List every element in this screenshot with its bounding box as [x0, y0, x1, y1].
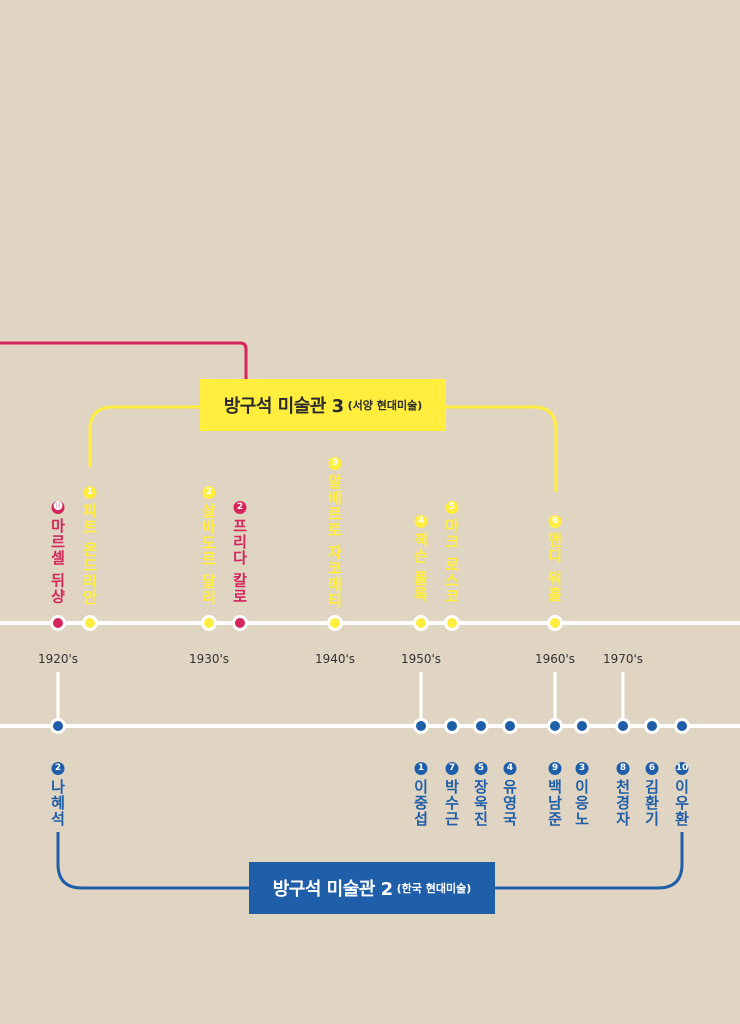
- artist-number-badge: 7: [445, 762, 459, 775]
- west-bracket-line: [88, 405, 558, 492]
- west-timeline-line: [0, 621, 740, 625]
- decade-label: 1930's: [188, 652, 230, 666]
- korea-artist: 3 이응노: [572, 762, 593, 827]
- timeline-dot-blue: [547, 718, 563, 734]
- artist-name: 잭슨 폴록: [411, 532, 430, 603]
- decade-label: 1970's: [602, 652, 644, 666]
- west-artist: ⓮ 마르셀 뒤샹: [48, 501, 69, 604]
- west-artist: 1 피트 몬드리안: [80, 486, 101, 605]
- pink-connector-line: [0, 341, 248, 380]
- artist-number-badge: 1: [414, 762, 428, 775]
- artist-name: 천경자: [613, 779, 632, 827]
- timeline-dot-yellow: [547, 615, 563, 631]
- timeline-dot-pink: [232, 615, 248, 631]
- artist-name: 살바도르 달리: [199, 503, 218, 606]
- west-artist: 6 앤디 워홀: [545, 515, 566, 602]
- artist-name: 마크 로스코: [442, 518, 461, 605]
- artist-number-badge: ⓮: [51, 501, 65, 514]
- timeline-dot-blue: [473, 718, 489, 734]
- artist-name: 알베르토 자코메티: [325, 474, 344, 609]
- timeline-dot-yellow: [82, 615, 98, 631]
- artist-name: 나혜석: [48, 779, 67, 827]
- timeline-dot-blue: [674, 718, 690, 734]
- artist-number-badge: 6: [645, 762, 659, 775]
- decade-label: 1960's: [534, 652, 576, 666]
- korea-artist: 9 백남준: [545, 762, 566, 827]
- artist-number-badge: 10: [675, 762, 689, 775]
- artist-name: 백남준: [545, 779, 564, 827]
- artist-name: 프리다 칼로: [230, 518, 249, 605]
- artist-number-badge: 4: [414, 515, 428, 528]
- artist-name: 김환기: [642, 779, 661, 827]
- korea-artist: 2 나혜석: [48, 762, 69, 827]
- decade-tick: [553, 672, 557, 724]
- artist-number-badge: 3: [575, 762, 589, 775]
- decade-label: 1950's: [400, 652, 442, 666]
- korea-artist: 7 박수근: [442, 762, 463, 827]
- timeline-dot-yellow: [444, 615, 460, 631]
- decade-tick: [419, 672, 423, 724]
- timeline-dot-yellow: [201, 615, 217, 631]
- artist-name: 이우환: [672, 779, 691, 827]
- artist-name: 박수근: [442, 779, 461, 827]
- korea-artist: 1 이중섭: [411, 762, 432, 827]
- artist-name: 피트 몬드리안: [80, 503, 99, 606]
- artist-name: 장욱진: [471, 779, 490, 827]
- timeline-dot-pink: [50, 615, 66, 631]
- korea-museum-box: 방구석 미술관 2 (한국 현대미술): [249, 862, 495, 914]
- west-artist: 3 알베르토 자코메티: [325, 457, 346, 608]
- timeline-dot-yellow: [327, 615, 343, 631]
- korea-artist: 10 이우환: [672, 762, 693, 827]
- artist-name: 이중섭: [411, 779, 430, 827]
- decade-label: 1920's: [37, 652, 79, 666]
- artist-name: 마르셀 뒤샹: [48, 518, 67, 605]
- korea-artist: 6 김환기: [642, 762, 663, 827]
- artist-name: 앤디 워홀: [545, 532, 564, 603]
- timeline-dot-blue: [444, 718, 460, 734]
- artist-number-badge: 3: [328, 457, 342, 470]
- artist-number-badge: 8: [616, 762, 630, 775]
- west-artist: 2 살바도르 달리: [199, 486, 220, 605]
- decade-label: 1940's: [314, 652, 356, 666]
- artist-number-badge: 9: [548, 762, 562, 775]
- korea-museum-subtitle: (한국 현대미술): [396, 882, 472, 895]
- artist-number-badge: 2: [233, 501, 247, 514]
- timeline-dot-blue: [644, 718, 660, 734]
- west-artist: 4 잭슨 폴록: [411, 515, 432, 602]
- artist-number-badge: 2: [202, 486, 216, 499]
- korea-artist: 8 천경자: [613, 762, 634, 827]
- timeline-dot-yellow: [413, 615, 429, 631]
- timeline-dot-blue: [615, 718, 631, 734]
- west-museum-box: 방구석 미술관 3 (서양 현대미술): [200, 379, 446, 431]
- west-artist: 2 프리다 칼로: [230, 501, 251, 604]
- artist-number-badge: 5: [445, 501, 459, 514]
- west-museum-title: 방구석 미술관 3: [223, 396, 344, 417]
- west-artist: 5 마크 로스코: [442, 501, 463, 604]
- timeline-dot-blue: [574, 718, 590, 734]
- artist-number-badge: 5: [474, 762, 488, 775]
- artist-number-badge: 2: [51, 762, 65, 775]
- korea-museum-title: 방구석 미술관 2: [272, 879, 393, 900]
- artist-name: 유영국: [500, 779, 519, 827]
- artist-number-badge: 4: [503, 762, 517, 775]
- artist-number-badge: 1: [83, 486, 97, 499]
- decade-tick: [621, 672, 625, 724]
- timeline-dot-blue: [502, 718, 518, 734]
- decade-tick: [56, 672, 60, 724]
- artist-number-badge: 6: [548, 515, 562, 528]
- korea-timeline-line: [0, 724, 740, 728]
- west-museum-subtitle: (서양 현대미술): [347, 399, 423, 412]
- timeline-dot-blue: [50, 718, 66, 734]
- korea-bracket-line: [56, 832, 684, 890]
- korea-artist: 4 유영국: [500, 762, 521, 827]
- korea-artist: 5 장욱진: [471, 762, 492, 827]
- timeline-dot-blue: [413, 718, 429, 734]
- artist-name: 이응노: [572, 779, 591, 827]
